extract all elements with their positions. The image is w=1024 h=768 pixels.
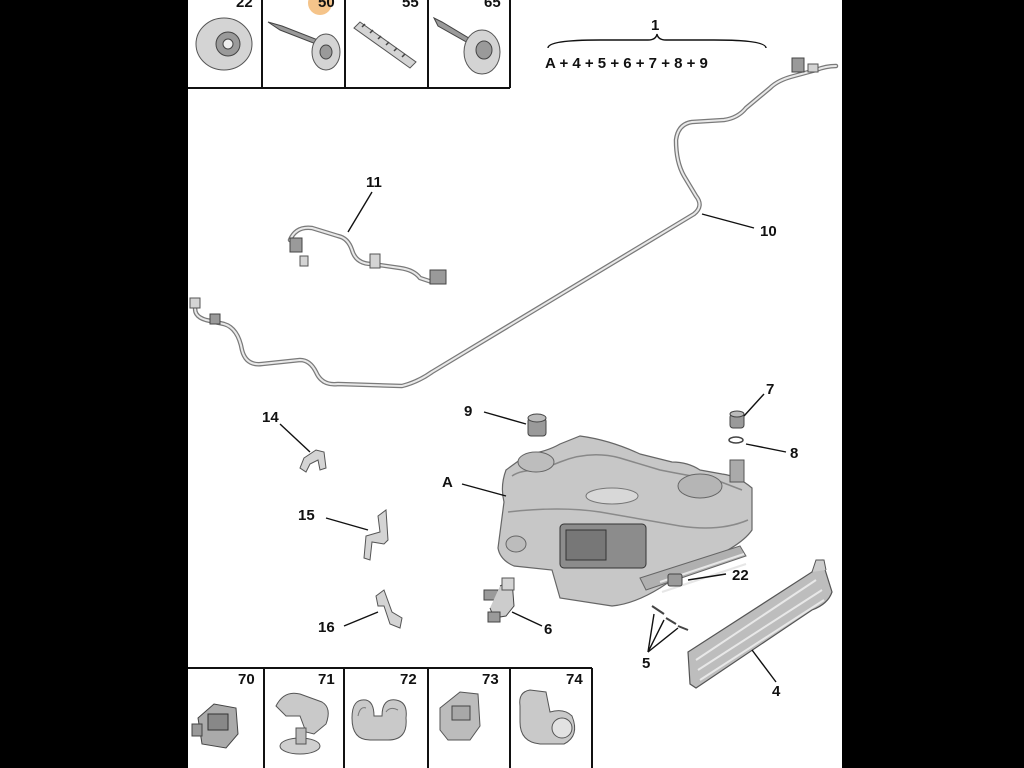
label-6: 6	[544, 621, 552, 638]
clip-icon	[369, 253, 381, 269]
nut-22-icon[interactable]	[667, 573, 683, 587]
cap-9-icon[interactable]	[527, 413, 547, 437]
clip-74-icon[interactable]	[519, 689, 576, 745]
assembly-formula: 1 A + 4 + 5 + 6 + 7 + 8 + 9	[545, 17, 767, 72]
filler-neck-icon	[729, 459, 745, 483]
bracket-15-icon[interactable]	[363, 509, 389, 561]
formula-text: A + 4 + 5 + 6 + 7 + 8 + 9	[545, 55, 708, 72]
clip-icon	[299, 255, 309, 267]
top-fastener-row: 22 50 55 65	[188, 0, 511, 89]
o-ring-8-icon[interactable]	[728, 436, 744, 444]
fastener-22-icon[interactable]	[195, 17, 253, 71]
label-5: 5	[642, 655, 650, 672]
bottom-clip-row: 70 71 72 73 74	[188, 667, 593, 768]
label-10: 10	[760, 223, 777, 240]
clip-icon	[209, 313, 221, 325]
label-1: 1	[651, 17, 659, 34]
fastener-55-icon[interactable]	[353, 21, 417, 69]
top-row-label: 50	[318, 0, 335, 11]
clip-73-icon[interactable]	[439, 691, 481, 741]
clamp-6-icon[interactable]	[483, 577, 515, 623]
bottom-row-label: 71	[318, 671, 335, 688]
top-row-label: 65	[484, 0, 501, 11]
clip-71-icon[interactable]	[275, 692, 329, 755]
connector-icon	[429, 269, 447, 285]
bottom-row-label: 72	[400, 671, 417, 688]
label-16: 16	[318, 619, 335, 636]
label-4: 4	[772, 683, 781, 700]
label-A: A	[442, 474, 453, 491]
bottom-row-label: 73	[482, 671, 499, 688]
label-22: 22	[732, 567, 749, 584]
fastener-50-icon[interactable]	[267, 0, 341, 71]
label-9: 9	[464, 403, 472, 420]
clip-72-icon[interactable]	[351, 699, 407, 741]
connector-icon	[189, 297, 201, 309]
label-15: 15	[298, 507, 315, 524]
clip-icon	[807, 63, 819, 73]
fuel-line-10[interactable]	[189, 57, 839, 389]
top-row-label: 55	[402, 0, 419, 11]
bottom-row-label: 70	[238, 671, 255, 688]
fastener-65-icon[interactable]	[432, 16, 501, 75]
label-11: 11	[366, 174, 382, 191]
heat-shield-4-icon[interactable]	[687, 559, 833, 689]
fuel-line-11[interactable]	[287, 225, 447, 285]
bracket-16-icon[interactable]	[375, 589, 403, 629]
bottom-row-label: 74	[566, 671, 583, 688]
fuel-tank-A[interactable]	[497, 435, 753, 607]
connector-icon	[289, 237, 303, 253]
label-7: 7	[766, 381, 774, 398]
bracket-14-icon[interactable]	[299, 449, 327, 473]
clip-70-icon[interactable]	[191, 703, 239, 749]
cap-7-icon[interactable]	[729, 410, 745, 429]
top-row-label: 22	[236, 0, 253, 11]
label-14: 14	[262, 409, 279, 426]
parts-diagram: 22 50 55 65 1 A + 4 + 5 + 6 + 7 + 8 + 9	[188, 0, 842, 768]
screws-5-icon[interactable]	[651, 605, 689, 631]
highlight-marker	[308, 0, 332, 15]
label-8: 8	[790, 445, 798, 462]
connector-icon	[791, 57, 805, 73]
